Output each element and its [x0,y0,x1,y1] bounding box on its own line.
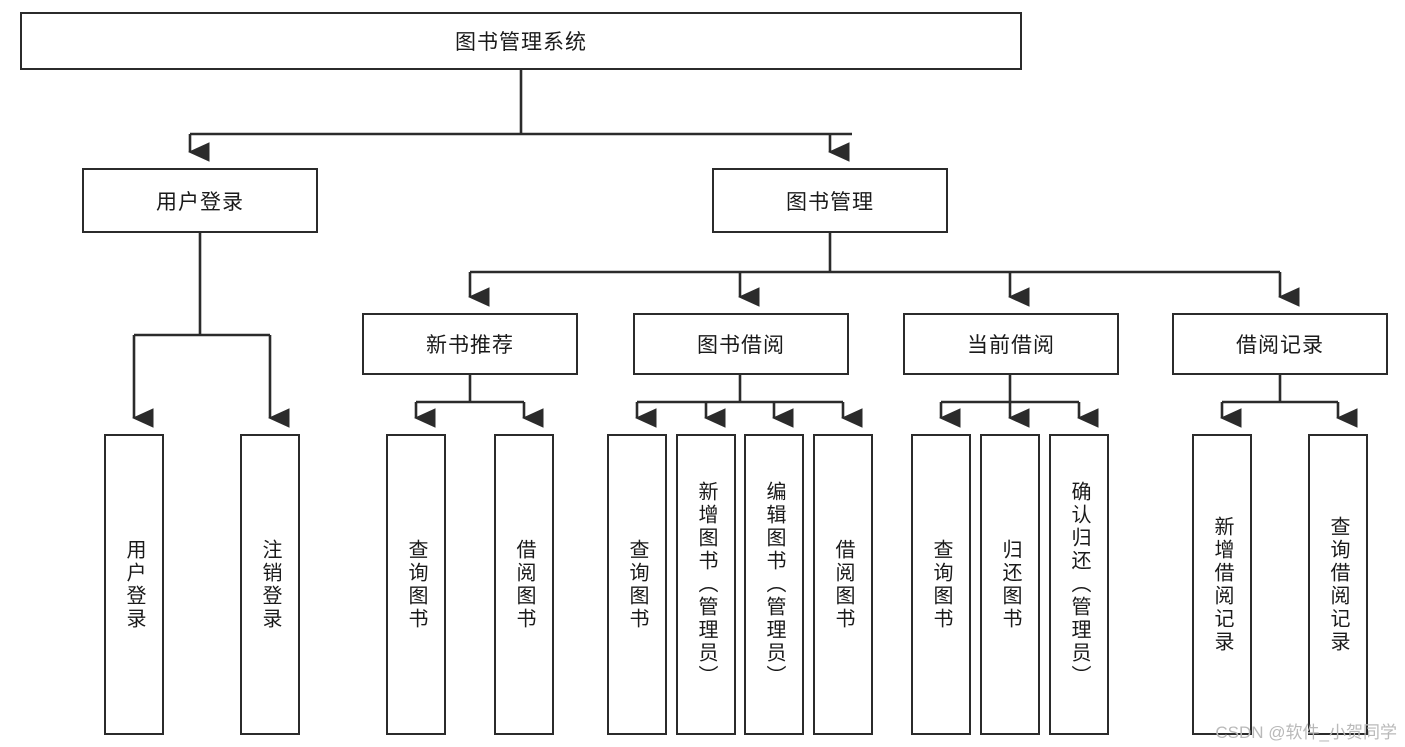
node-label: 借阅图书 [513,538,535,631]
leaf-return-book[interactable]: 归还图书 [980,434,1040,735]
leaf-borrow-book[interactable]: 借阅图书 [813,434,873,735]
node-label: 借阅记录 [1236,334,1324,357]
node-label: 注销登录 [259,538,281,631]
leaf-add-borrow-record[interactable]: 新增借阅记录 [1192,434,1252,735]
leaf-query-book-current[interactable]: 查询图书 [911,434,971,735]
node-label: 当前借阅 [967,334,1055,357]
node-label: 新增借阅记录 [1211,515,1233,654]
node-label: 图书管理系统 [455,31,587,54]
node-book-management[interactable]: 图书管理 [712,168,948,233]
node-borrow-record[interactable]: 借阅记录 [1172,313,1388,375]
node-root-system[interactable]: 图书管理系统 [20,12,1022,70]
leaf-query-borrow-record[interactable]: 查询借阅记录 [1308,434,1368,735]
node-user-login[interactable]: 用户登录 [82,168,318,233]
node-book-borrow[interactable]: 图书借阅 [633,313,849,375]
leaf-confirm-return-admin[interactable]: 确认归还（管理员） [1049,434,1109,735]
node-new-book-recommend[interactable]: 新书推荐 [362,313,578,375]
node-label: 查询图书 [930,538,952,631]
node-label: 用户登录 [156,190,244,214]
watermark: CSDN @软件_小贺同学 [1215,723,1397,742]
node-label: 查询借阅记录 [1327,515,1349,654]
leaf-query-book-recommend[interactable]: 查询图书 [386,434,446,735]
node-label: 归还图书 [999,538,1021,631]
leaf-user-login[interactable]: 用户登录 [104,434,164,735]
leaf-edit-book-admin[interactable]: 编辑图书（管理员） [744,434,804,735]
node-label: 新书推荐 [426,334,514,357]
node-label: 借阅图书 [832,538,854,631]
leaf-add-book-admin[interactable]: 新增图书（管理员） [676,434,736,735]
node-label: 新增图书（管理员） [695,481,717,688]
node-label: 查询图书 [626,538,648,631]
node-label: 图书管理 [786,190,874,214]
node-label: 编辑图书（管理员） [763,481,785,688]
leaf-borrow-book-recommend[interactable]: 借阅图书 [494,434,554,735]
leaf-logout[interactable]: 注销登录 [240,434,300,735]
node-label: 用户登录 [123,538,145,631]
node-label: 查询图书 [405,538,427,631]
node-label: 确认归还（管理员） [1068,481,1090,688]
node-label: 图书借阅 [697,334,785,357]
leaf-query-book-borrow[interactable]: 查询图书 [607,434,667,735]
node-current-borrow[interactable]: 当前借阅 [903,313,1119,375]
